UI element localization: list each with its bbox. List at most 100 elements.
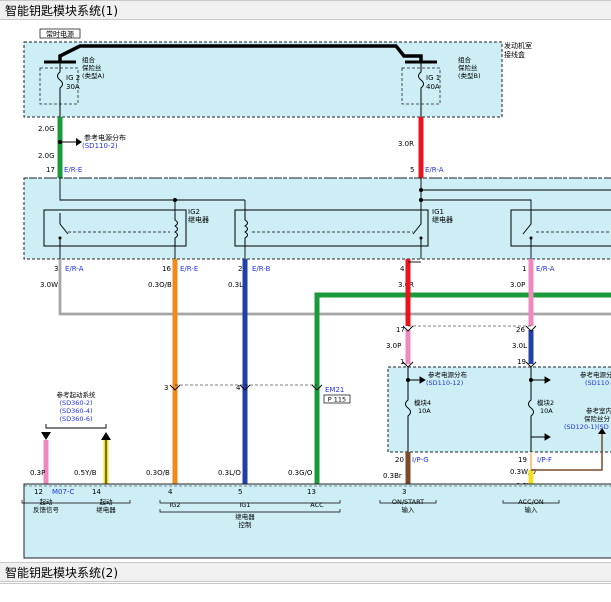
relay-dot-2 [419,198,423,202]
svg-text:(SD360-6): (SD360-6) [59,415,92,423]
svg-text:0.3P: 0.3P [30,469,45,477]
svg-text:3: 3 [402,488,406,496]
module-labels: 起动 反馈信号 起动 继电器 IG2 IG1 继电器 控制 ACC ON/STA… [33,498,544,529]
ref-left-label: 参考电源分布 [428,370,468,379]
bottom-gauges: 0.3P 0.5Y/B 0.3O/B 0.3L/O 0.3G/O [30,469,313,477]
svg-text:3.0P: 3.0P [510,281,525,289]
ig1-contact [419,236,423,240]
relay-pins: 3 E/R-A 3.0W 16 E/R-E 0.3O/B 2 E/R-B 0.3… [40,265,555,289]
pin-5-top: 5 [410,166,414,174]
svg-text:ACC: ACC [310,501,324,509]
ig1-relay-label: IG1 继电器 [432,208,453,224]
panel-2-body [0,583,611,602]
svg-text:IG2: IG2 [188,208,200,216]
pin-17-top: 17 [46,166,55,174]
fuse-b-name: IG 1 [426,74,440,82]
svg-text:I/P-G: I/P-G [412,456,429,464]
svg-text:IG1: IG1 [239,501,250,509]
svg-text:0.3O/B: 0.3O/B [146,469,170,477]
indoor-fuse-wiring [405,367,534,452]
svg-text:IG2: IG2 [169,501,180,509]
svg-text:3.0W: 3.0W [40,281,58,289]
svg-text:20: 20 [395,456,404,464]
svg-text:控制: 控制 [239,520,253,529]
svg-text:1: 1 [522,265,526,273]
svg-text:3.0P: 3.0P [386,342,401,350]
svg-text:I/P-F: I/P-F [537,456,552,464]
svg-text:(类型B): (类型B) [458,71,481,80]
fuse-b-icon [418,62,424,117]
svg-text:E/R-A: E/R-A [65,265,84,273]
fuse-a-name: IG 2 [66,74,80,82]
svg-text:1: 1 [400,358,404,366]
svg-text:起动: 起动 [100,498,114,506]
p115-tag [323,394,351,404]
svg-text:组合: 组合 [82,55,96,64]
svg-text:保险丝分: 保险丝分 [584,414,611,423]
ref-right-label: 参考电源分布 [580,370,611,379]
panel-2-header: 智能钥匙模块系统(2) [0,562,611,582]
svg-text:ON/START: ON/START [392,498,424,506]
svg-text:3: 3 [164,384,168,392]
svg-text:继电器: 继电器 [432,215,453,224]
fuse-a-box [39,67,79,105]
svg-text:(SD120-1)(SD: (SD120-1)(SD [564,423,609,431]
ig2-relay-label: IG2 继电器 [188,208,209,224]
fuse-a-icon [57,62,63,117]
conn-er-e-top: E/R-E [64,166,82,174]
relay-ctrl-bracket [159,509,341,513]
ref-left-code: (SD110-12) [426,379,463,387]
svg-text:19: 19 [517,358,526,366]
svg-text:M07-C: M07-C [52,488,74,496]
relay-dot-3 [173,198,177,202]
constant-power-tag [39,28,81,39]
svg-text:0.5Y/B: 0.5Y/B [74,469,97,477]
svg-text:(SD360-2): (SD360-2) [59,399,92,407]
svg-text:0.3Br: 0.3Br [383,472,402,480]
fuse-b-note: 组合 保险丝 (类型B) [458,55,481,80]
engine-box-label: 发动机室 接线盒 [504,41,532,59]
panel-2-title: 智能钥匙模块系统(2) [5,566,118,580]
svg-text:EM21: EM21 [325,386,344,394]
svg-text:0.3W/O: 0.3W/O [510,468,536,476]
svg-text:参考室内: 参考室内 [586,406,611,415]
ref-arrow-2 [408,376,551,384]
ref-power-code: (SD110-2) [82,142,118,150]
svg-text:3: 3 [54,265,58,273]
svg-text:0.3O/B: 0.3O/B [148,281,172,289]
ref-right-code: (SD110 [585,379,609,387]
indoor-fuse-box [387,366,611,453]
relay-internal-bus [59,178,611,213]
svg-text:0.3G/O: 0.3G/O [288,469,313,477]
svg-text:(SD360-4): (SD360-4) [59,407,92,415]
start-ref-bracket [45,424,107,429]
svg-text:IG1: IG1 [432,208,444,216]
svg-text:13: 13 [307,488,316,496]
svg-text:(类型A): (类型A) [82,71,105,80]
svg-text:26: 26 [516,326,525,334]
ref-arrow-icon [76,138,82,146]
acc-relay-body [510,209,611,247]
fuse4-name: 模块4 [414,398,431,407]
svg-text:12: 12 [34,488,43,496]
down-arrow-icon [41,432,51,440]
conn-er-a-top: E/R-A [425,166,444,174]
svg-text:0.3L/O: 0.3L/O [218,469,241,477]
fuse2-name: 模块2 [537,398,554,407]
svg-text:输入: 输入 [525,505,539,514]
ig2-relay-body [43,209,187,247]
gauge-3-0r: 3.0R [398,140,414,148]
svg-text:2: 2 [238,265,242,273]
ig1-coil [244,213,248,246]
svg-text:继电器: 继电器 [188,215,209,224]
svg-text:保险丝: 保险丝 [82,63,102,72]
ig2-coil [174,213,178,246]
ref-power-label: 参考电源分布 [84,133,126,142]
svg-text:0.3L: 0.3L [228,281,243,289]
bottom-pins: 12 M07-C 14 4 5 13 3 [34,488,406,496]
svg-text:继电器: 继电器 [235,512,255,521]
svg-text:发动机室: 发动机室 [504,41,532,50]
svg-text:组合: 组合 [458,55,472,64]
panel-1-header: 智能钥匙模块系统(1) [0,0,611,20]
ig2-contact [58,236,62,240]
